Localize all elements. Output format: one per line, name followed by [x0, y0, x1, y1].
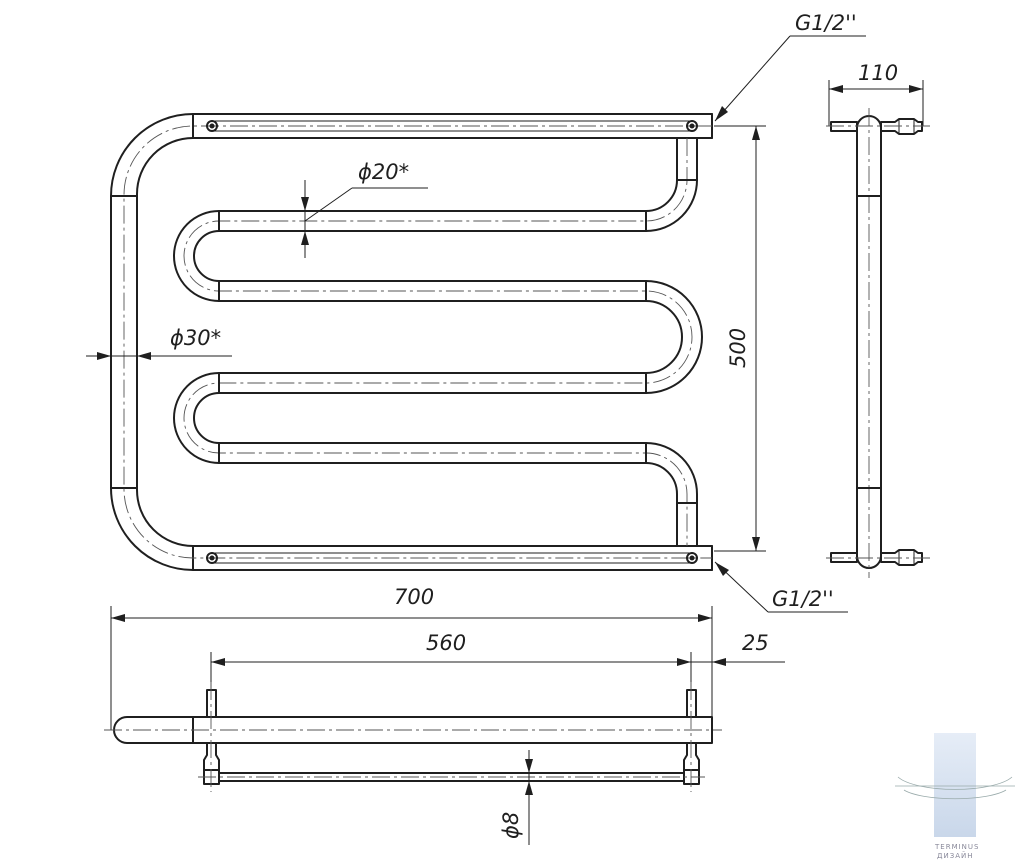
holder-right [683, 742, 700, 771]
height-label: 500 [726, 328, 750, 368]
connector-top [880, 118, 923, 135]
small-diameter-label: ϕ20* [358, 160, 409, 184]
small-pipe-outer-contour [173, 137, 683, 547]
large-pipe-outer-contour [110, 113, 713, 571]
top-pin-right [686, 689, 697, 718]
watermark-subtext: ДИЗАЙН [937, 851, 973, 860]
bottom-mounting-rod [206, 552, 698, 564]
wall-bracket-top [830, 121, 858, 132]
large-diameter-dimension [86, 352, 232, 360]
depth-label: 110 [858, 61, 898, 85]
rod-diameter-label: ϕ8 [499, 812, 523, 839]
top-mounting-rod [206, 120, 698, 132]
small-pipe-centerline [183, 138, 693, 546]
top-thread-leader [714, 35, 866, 122]
side-view: 110 [826, 61, 930, 578]
holder-left [203, 742, 220, 771]
large-pipe-inner-contour [136, 137, 713, 547]
height-dimension [714, 125, 766, 552]
large-diameter-label: ϕ30* [170, 326, 221, 350]
small-pipe-inner-contour [193, 137, 703, 547]
bottom-thread-label: G1/2'' [772, 587, 834, 611]
offset-label: 25 [742, 631, 769, 655]
top-thread-label: G1/2'' [795, 11, 857, 35]
watermark-text: TERMINUS [934, 843, 979, 851]
wall-bracket-bottom [830, 552, 858, 563]
large-pipe-centerline [123, 125, 712, 559]
top-view-pipe [113, 716, 713, 744]
top-pin-left [206, 689, 217, 718]
watermark-logo: TERMINUS ДИЗАЙН [895, 733, 1015, 860]
bottom-thread-leader [714, 561, 848, 613]
top-view: 700 560 25 ϕ8 [104, 585, 785, 845]
front-view: ϕ20* ϕ30* G1/2'' G1/2'' [86, 11, 866, 613]
total-width-label: 700 [394, 585, 434, 609]
small-diameter-dimension [301, 180, 428, 258]
connector-bottom [880, 549, 923, 566]
axis-distance-label: 560 [426, 631, 466, 655]
